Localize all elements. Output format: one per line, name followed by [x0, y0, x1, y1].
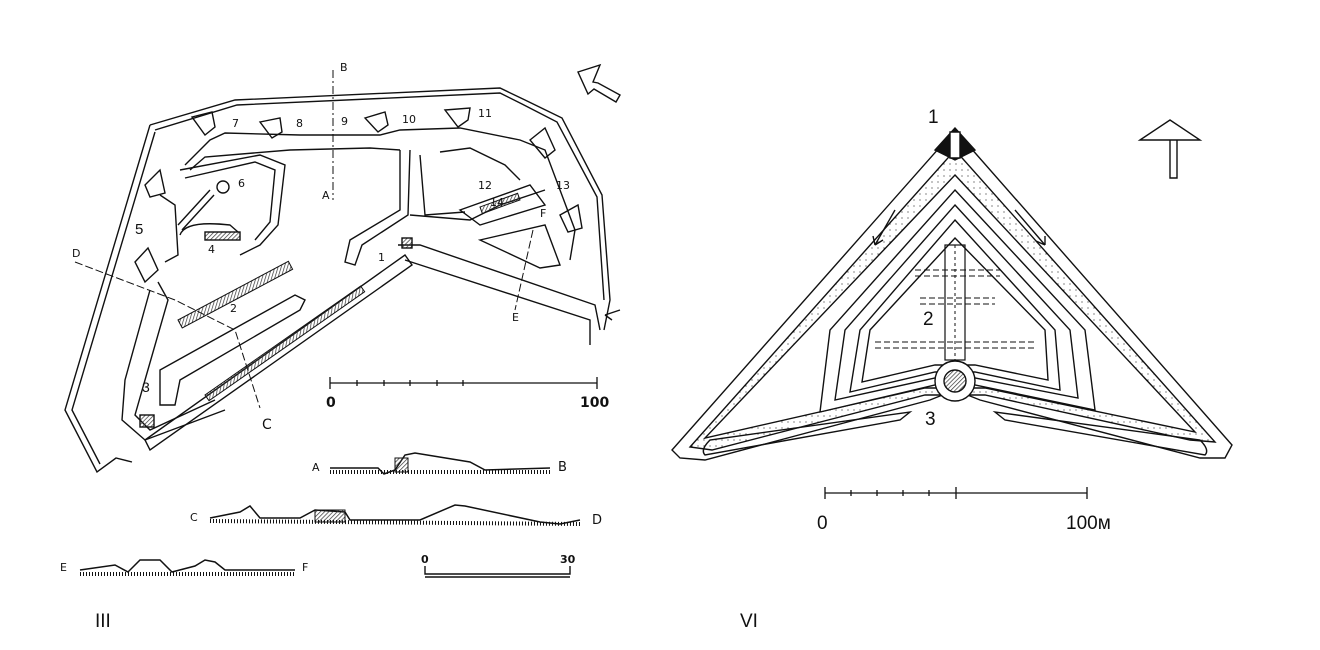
north-arrow-icon — [577, 63, 621, 103]
fort-vi-plan — [671, 119, 1233, 461]
direction-arrow-small — [604, 309, 621, 321]
section-scale-start: 0 — [421, 553, 429, 566]
plan-label-7: 7 — [232, 117, 239, 130]
bastions — [134, 107, 583, 284]
plan-label-9: 9 — [341, 115, 348, 128]
section-marker-b: B — [340, 61, 348, 74]
plan-label-14: 14 — [490, 196, 504, 209]
section-cd-to: D — [592, 513, 603, 528]
section-marker-a: A — [322, 189, 330, 202]
section-a-b — [330, 452, 551, 475]
scale-end-iii: 100 — [580, 395, 610, 411]
section-e-f — [79, 559, 295, 576]
plan-label-1: 1 — [378, 251, 385, 264]
plan-label-13: 13 — [556, 179, 570, 192]
section-marker-e: E — [512, 311, 519, 324]
section-marker-d: D — [72, 247, 81, 260]
scale-bar-sections — [424, 566, 571, 578]
plan-label-10: 10 — [402, 113, 416, 126]
section-ef-to: F — [302, 561, 309, 574]
north-arrow-icon — [1137, 119, 1203, 179]
section-ab-from: A — [312, 461, 320, 474]
scale-bar-vi — [824, 487, 1088, 499]
arrow-left-icon — [872, 209, 896, 246]
section-marker-f: F — [540, 207, 547, 220]
figure-caption-iii: III — [95, 611, 111, 632]
plan-label-vi-3: 3 — [925, 409, 936, 430]
section-ef-from: E — [60, 561, 67, 574]
fort-iii-plan — [64, 63, 621, 474]
section-c-d — [209, 504, 581, 526]
plan-label-12: 12 — [478, 179, 492, 192]
plan-label-2: 2 — [230, 302, 237, 315]
section-marker-c: C — [262, 417, 272, 433]
central-tower — [943, 369, 967, 393]
section-cd-from: C — [190, 511, 198, 524]
plan-label-8: 8 — [296, 117, 303, 130]
plan-label-4: 4 — [208, 243, 215, 256]
plan-label-5: 5 — [135, 221, 144, 238]
plan-label-11: 11 — [478, 107, 492, 120]
section-ab-to: B — [558, 460, 567, 475]
north-front-wall — [184, 127, 576, 261]
scale-start-iii: 0 — [326, 395, 336, 411]
figure-caption-vi: VI — [740, 611, 758, 632]
scale-start-vi: 0 — [817, 513, 828, 534]
plan-label-3: 3 — [142, 379, 150, 395]
plan-label-vi-2: 2 — [923, 309, 934, 330]
plan-label-vi-1: 1 — [928, 107, 939, 128]
scale-bar-iii — [329, 377, 598, 389]
outer-glacis-line — [149, 87, 611, 331]
arrow-right-icon — [1014, 209, 1046, 246]
scale-end-vi: 100м — [1066, 513, 1111, 534]
section-scale-end: 30 — [560, 553, 576, 566]
plan-label-6: 6 — [238, 177, 245, 190]
